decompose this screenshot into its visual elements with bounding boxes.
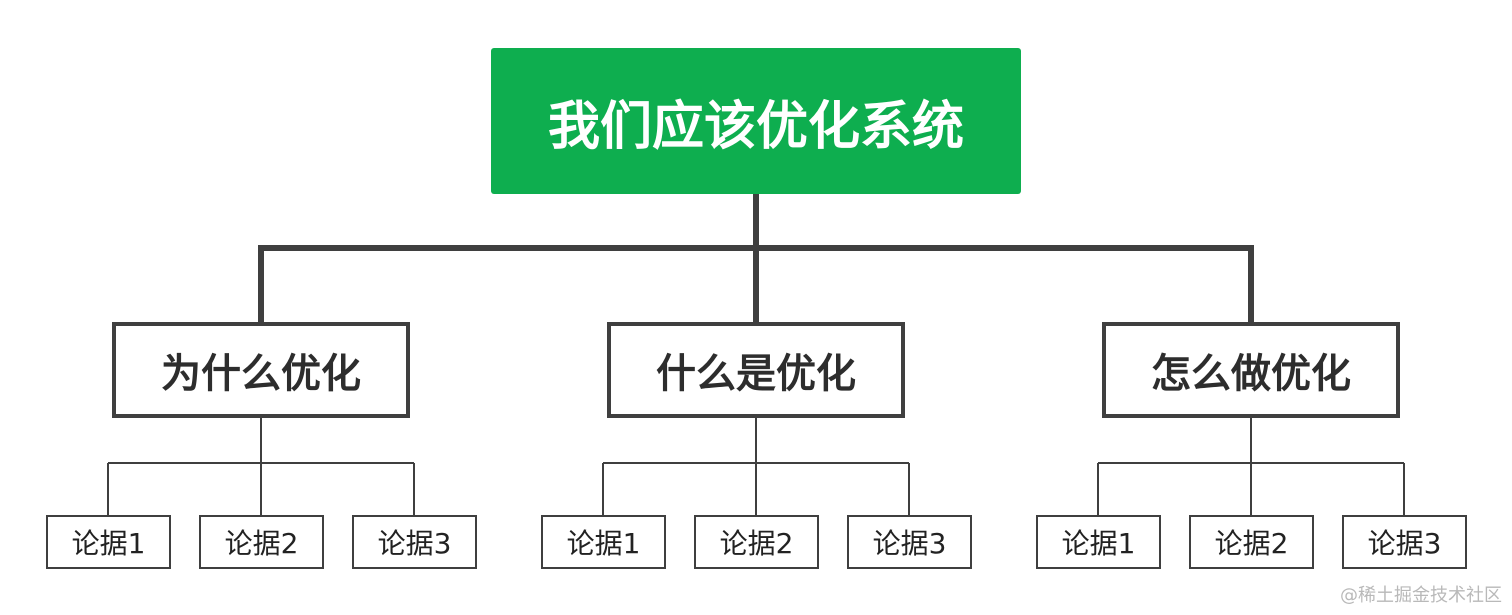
root-node[interactable]: 我们应该优化系统	[491, 48, 1021, 194]
watermark-text: @稀土掘金技术社区	[1340, 585, 1502, 606]
leaf-node-how-2[interactable]: 论据2	[1189, 515, 1314, 569]
branch-node-how[interactable]: 怎么做优化	[1102, 322, 1400, 418]
leaf-node-what-3[interactable]: 论据3	[847, 515, 972, 569]
branch-node-what[interactable]: 什么是优化	[607, 322, 905, 418]
leaf-node-why-2[interactable]: 论据2	[199, 515, 324, 569]
leaf-node-why-1[interactable]: 论据1	[46, 515, 171, 569]
leaf-node-how-1[interactable]: 论据1	[1036, 515, 1161, 569]
leaf-connectors	[107, 418, 1405, 515]
leaf-node-what-1[interactable]: 论据1	[541, 515, 666, 569]
leaf-node-what-2[interactable]: 论据2	[694, 515, 819, 569]
branch-node-why[interactable]: 为什么优化	[112, 322, 410, 418]
leaf-node-why-3[interactable]: 论据3	[352, 515, 477, 569]
root-connectors	[258, 194, 1254, 322]
leaf-node-how-3[interactable]: 论据3	[1342, 515, 1467, 569]
